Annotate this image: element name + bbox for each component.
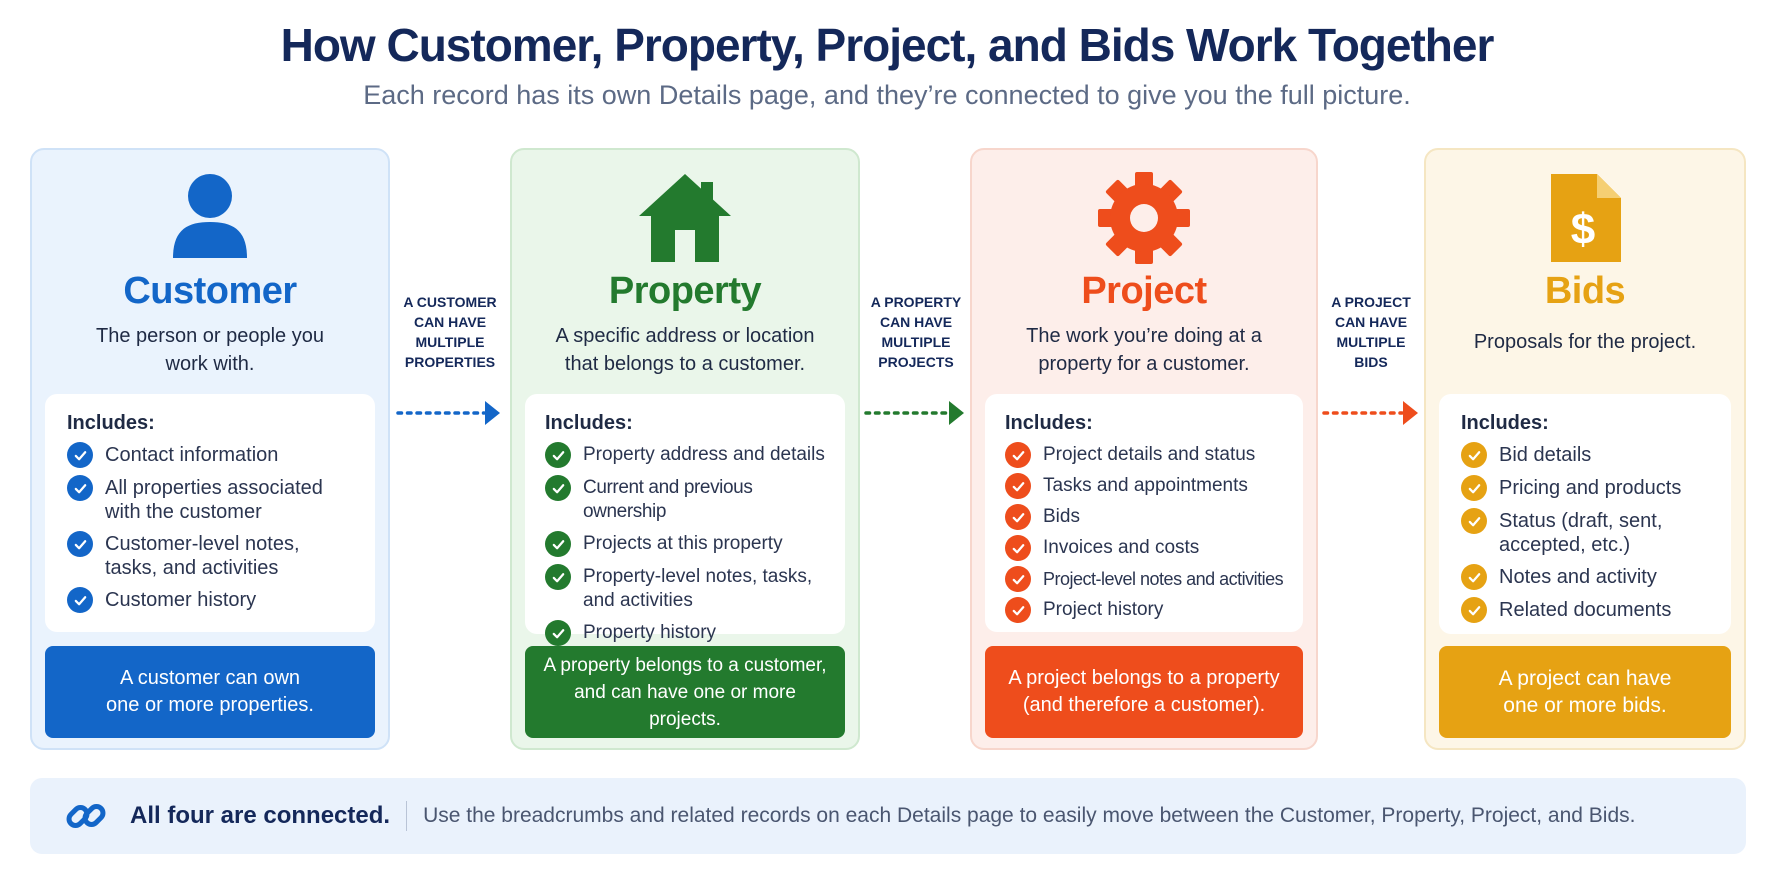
gear-icon xyxy=(972,170,1316,266)
card-description: The work you’re doing at a property for … xyxy=(1026,325,1262,375)
check-icon xyxy=(1005,473,1031,499)
list-item: Property history xyxy=(545,620,837,646)
arrow-right-icon xyxy=(864,401,964,425)
card-title: Bids xyxy=(1544,270,1626,312)
arrow-right-icon xyxy=(1322,401,1418,425)
list-item: Tasks and appointments xyxy=(1005,473,1297,499)
list-item: Customer history xyxy=(67,587,353,613)
page-title: How Customer, Property, Project, and Bid… xyxy=(280,19,1495,71)
connection-banner: All four are connected. Use the breadcru… xyxy=(30,778,1746,854)
check-icon xyxy=(545,531,571,557)
project-card: Project The work you’re doing at a prope… xyxy=(970,148,1318,750)
house-icon xyxy=(512,170,858,266)
check-icon xyxy=(545,564,571,590)
banner-text: Use the breadcrumbs and related records … xyxy=(423,804,1636,827)
check-icon xyxy=(1461,508,1487,534)
check-icon xyxy=(67,587,93,613)
property-card: Property A specific address or location … xyxy=(510,148,860,750)
includes-title: Includes: xyxy=(67,412,155,434)
relationship-note: A project belongs to a property(and ther… xyxy=(985,646,1303,738)
includes-panel: Includes: Property address and details C… xyxy=(525,394,845,646)
list-item: Notes and activity xyxy=(1461,564,1709,590)
divider xyxy=(406,801,408,831)
customer-card: Customer The person or people you work w… xyxy=(30,148,390,750)
list-item: Invoices and costs xyxy=(1005,535,1297,561)
list-item: Pricing and products xyxy=(1461,475,1709,501)
includes-panel: Includes: Contact information All proper… xyxy=(45,394,375,632)
dollar-document-icon: $ xyxy=(1426,170,1744,266)
banner-title: All four are connected. xyxy=(130,802,391,829)
list-item: Property-level notes, tasks, and activit… xyxy=(545,564,837,613)
list-item: Status (draft, sent, accepted, etc.) xyxy=(1461,508,1709,557)
check-icon xyxy=(1461,475,1487,501)
page-subtitle: Each record has its own Details page, an… xyxy=(363,80,1411,110)
list-item: Project history xyxy=(1005,597,1297,623)
check-icon xyxy=(1005,597,1031,623)
check-icon xyxy=(545,442,571,468)
card-description: The person or people you work with. xyxy=(96,325,324,375)
list-item: All properties associated with the custo… xyxy=(67,475,353,524)
check-icon xyxy=(1005,566,1031,592)
card-title: Property xyxy=(608,270,762,312)
list-item: Customer-level notes, tasks, and activit… xyxy=(67,531,353,580)
card-description: A specific address or location that belo… xyxy=(555,325,815,375)
includes-panel: Includes: Bid details Pricing and produc… xyxy=(1439,394,1731,634)
check-icon xyxy=(545,620,571,646)
includes-panel: Includes: Project details and status Tas… xyxy=(985,394,1303,632)
list-item: Current and previous ownership xyxy=(545,475,837,524)
list-item: Property address and details xyxy=(545,442,837,468)
includes-title: Includes: xyxy=(1461,412,1549,434)
list-item: Related documents xyxy=(1461,597,1709,623)
check-icon xyxy=(67,442,93,468)
list-item: Bids xyxy=(1005,504,1297,530)
check-icon xyxy=(1005,442,1031,468)
check-icon xyxy=(1005,504,1031,530)
check-icon xyxy=(67,475,93,501)
check-icon xyxy=(67,531,93,557)
card-title: Customer xyxy=(123,270,297,312)
bids-card: $ Bids Proposals for the project. Includ… xyxy=(1424,148,1746,750)
check-icon xyxy=(1461,597,1487,623)
includes-title: Includes: xyxy=(1005,412,1093,434)
link-icon xyxy=(66,804,106,828)
list-item: Project-level notes and activities xyxy=(1005,566,1297,592)
relationship-note: A property belongs to a customer,and can… xyxy=(525,646,845,738)
check-icon xyxy=(1005,535,1031,561)
list-item: Project details and status xyxy=(1005,442,1297,468)
list-item: Contact information xyxy=(67,442,353,468)
arrow-right-icon xyxy=(396,401,500,425)
svg-text:$: $ xyxy=(1571,205,1595,254)
list-item: Bid details xyxy=(1461,442,1709,468)
check-icon xyxy=(1461,564,1487,590)
includes-title: Includes: xyxy=(545,412,633,434)
check-icon xyxy=(545,475,571,501)
person-icon xyxy=(32,170,388,266)
card-title: Project xyxy=(1081,270,1207,312)
list-item: Projects at this property xyxy=(545,531,837,557)
check-icon xyxy=(1461,442,1487,468)
card-description: Proposals for the project. xyxy=(1473,331,1697,353)
